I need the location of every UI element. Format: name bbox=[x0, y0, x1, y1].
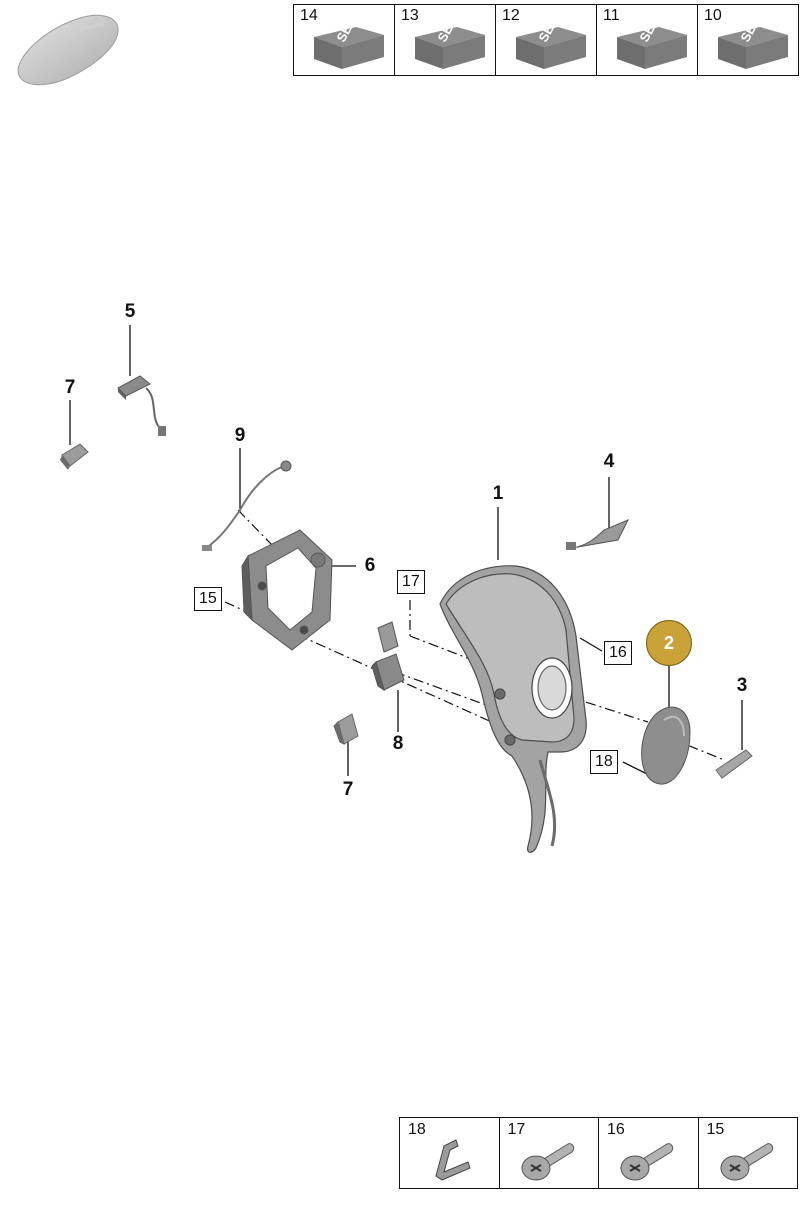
dashed-axis-8 bbox=[394, 671, 501, 711]
part-9-cable-sensor bbox=[202, 460, 292, 551]
screw-icon bbox=[620, 1143, 674, 1181]
boxed-label-16[interactable]: 16 bbox=[604, 641, 632, 665]
screw-icon bbox=[720, 1143, 773, 1181]
set-cell-number: 10 bbox=[704, 7, 722, 24]
set-panel: 14 SET 13 SET 12 SET bbox=[293, 4, 799, 76]
set-cell-number: 14 bbox=[300, 7, 318, 24]
leader-line-16 bbox=[579, 637, 603, 652]
part-8-module bbox=[371, 621, 405, 692]
boxed-label-15[interactable]: 15 bbox=[194, 587, 222, 611]
fastener-cell[interactable]: 16 bbox=[599, 1118, 699, 1188]
callout-7-lower[interactable]: 7 bbox=[342, 779, 354, 800]
fastener-cell[interactable]: 15 bbox=[699, 1118, 798, 1188]
part-7-block bbox=[60, 443, 89, 470]
set-cell[interactable]: 10 SET bbox=[698, 5, 798, 75]
set-cell-number: 12 bbox=[502, 7, 520, 24]
part-3-trim bbox=[715, 749, 753, 779]
dashed-axis-15 bbox=[224, 601, 506, 729]
highlighted-callout-2[interactable]: 2 bbox=[646, 620, 692, 666]
dashed-axis-2 bbox=[547, 689, 649, 723]
part-1-housing bbox=[439, 565, 587, 853]
set-cell[interactable]: 11 SET bbox=[597, 5, 698, 75]
callout-5[interactable]: 5 bbox=[124, 301, 136, 322]
part-2-cover bbox=[641, 706, 691, 785]
part-5-sensor bbox=[117, 375, 166, 437]
set-cell-number: 13 bbox=[401, 7, 419, 24]
part-6-bracket bbox=[241, 529, 333, 651]
fastener-cell[interactable]: 17 bbox=[500, 1118, 599, 1188]
part-4-wire-clip bbox=[566, 519, 630, 550]
highlighted-callout-label: 2 bbox=[663, 632, 674, 653]
callout-9[interactable]: 9 bbox=[234, 425, 246, 446]
fastener-cell[interactable]: 18 bbox=[400, 1118, 500, 1188]
fastener-cell-number: 15 bbox=[706, 1121, 725, 1138]
dashed-axis-9 bbox=[237, 509, 273, 546]
fastener-cell-number: 18 bbox=[408, 1121, 426, 1138]
fastener-cell-number: 16 bbox=[607, 1121, 625, 1138]
set-box-icon: SET bbox=[718, 15, 788, 69]
boxed-label-18[interactable]: 18 bbox=[590, 750, 618, 774]
callout-4[interactable]: 4 bbox=[603, 451, 615, 472]
boxed-label-17[interactable]: 17 bbox=[397, 570, 425, 594]
fastener-cell-number: 17 bbox=[507, 1121, 526, 1138]
set-cell[interactable]: 14 SET bbox=[294, 5, 395, 75]
set-cell[interactable]: 13 SET bbox=[395, 5, 496, 75]
set-box-icon: SET bbox=[516, 15, 586, 69]
fasteners-panel: 18 17 16 15 bbox=[399, 1117, 798, 1189]
callout-8[interactable]: 8 bbox=[392, 733, 404, 754]
part-7-block-lower bbox=[333, 713, 359, 745]
vehicle-thumbnail-icon bbox=[17, 14, 119, 86]
set-box-icon: SET bbox=[415, 15, 485, 69]
callout-3[interactable]: 3 bbox=[736, 675, 748, 696]
set-box-icon: SET bbox=[314, 15, 384, 69]
set-cell[interactable]: 12 SET bbox=[496, 5, 597, 75]
clip-icon bbox=[435, 1139, 471, 1181]
set-box-icon: SET bbox=[617, 15, 687, 69]
callout-1[interactable]: 1 bbox=[492, 483, 504, 504]
screw-icon bbox=[521, 1143, 574, 1181]
callout-6[interactable]: 6 bbox=[364, 555, 376, 576]
callout-7[interactable]: 7 bbox=[64, 377, 76, 398]
set-cell-number: 11 bbox=[603, 7, 620, 24]
